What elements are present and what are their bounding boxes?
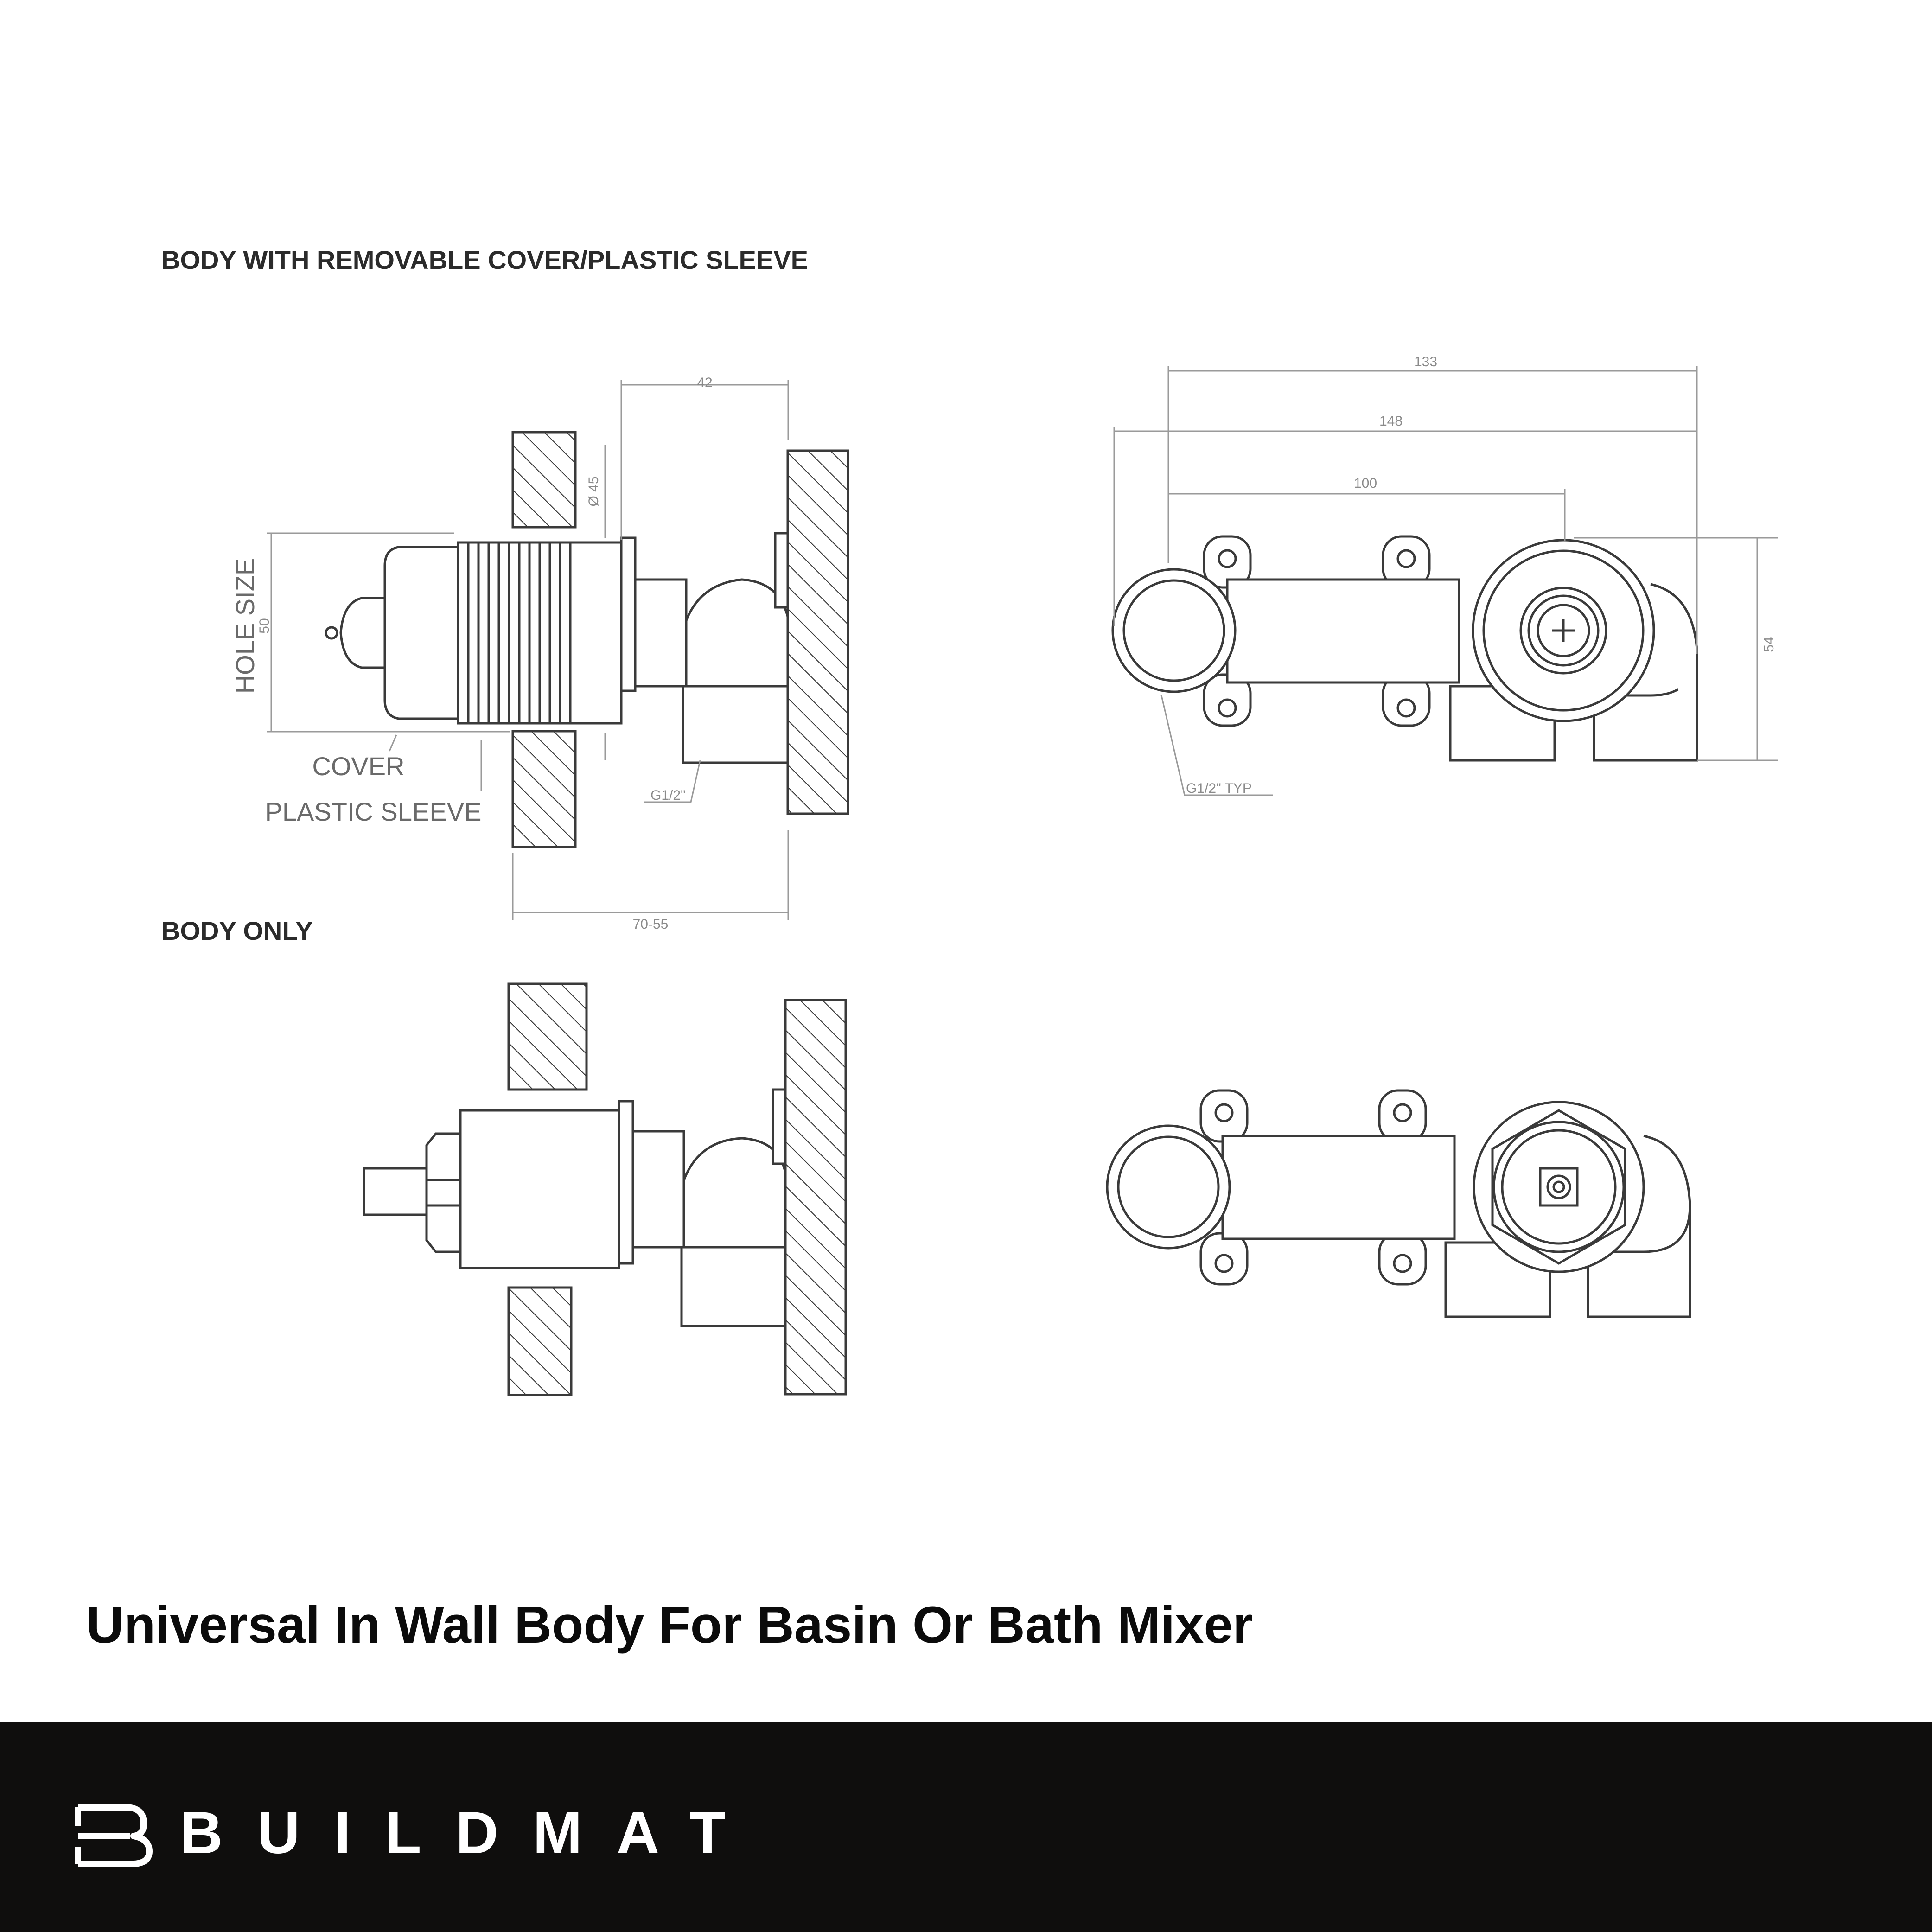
dim-hole-50: 50	[257, 618, 272, 633]
cross-screw-icon	[1552, 619, 1575, 642]
buildmat-b-logo-icon	[75, 1804, 153, 1867]
valve-nut	[425, 1132, 462, 1253]
valve-body	[459, 1109, 620, 1269]
section-label-with-cover: BODY WITH REMOVABLE COVER/PLASTIC SLEEVE	[161, 245, 808, 274]
hex-nut	[1491, 1109, 1626, 1265]
side-view-body-only	[363, 982, 847, 1396]
elbow-curve	[1650, 583, 1698, 760]
section-label-body-only: BODY ONLY	[161, 916, 313, 945]
cover-knob-tip	[325, 626, 338, 640]
brand-footer	[0, 1722, 1932, 1932]
valve-spindle	[363, 1167, 428, 1216]
body-bar	[1221, 1135, 1456, 1240]
mount-tab	[774, 532, 789, 609]
wall-section-upper	[507, 982, 588, 1091]
body-connector	[634, 578, 688, 688]
mount-lug	[1199, 1232, 1249, 1286]
mount-lug	[1378, 1089, 1427, 1143]
front-view-with-cover: 133 148 100 54 G1/2" TYP	[1111, 354, 1778, 796]
callout-plastic-sleeve: PLASTIC SLEEVE	[265, 797, 482, 826]
wall-section-lower	[507, 1286, 573, 1396]
wall-section-lower	[511, 730, 577, 848]
brand-name: BUILDMAT	[180, 1800, 760, 1866]
elbow-curve	[1643, 1135, 1691, 1206]
removable-cover	[383, 546, 459, 720]
body-flange	[618, 1100, 634, 1265]
dim-54: 54	[1761, 637, 1777, 652]
dim-70-55: 70-55	[633, 917, 669, 932]
mount-lug	[1378, 1232, 1427, 1286]
spindle-square	[1539, 1167, 1579, 1207]
cover-knob	[339, 597, 386, 669]
dim-100: 100	[1354, 476, 1377, 491]
mount-lug	[1199, 1089, 1249, 1143]
technical-drawing: BODY WITH REMOVABLE COVER/PLASTIC SLEEVE…	[161, 245, 1778, 1396]
wall-section-back	[784, 999, 847, 1396]
outlet-elbow	[682, 578, 789, 688]
side-view-with-cover: 42 Ø 45 HOLE SIZE 50 COVER PLASTIC SLEEV…	[230, 375, 849, 932]
inlet-ring-inner	[1117, 1135, 1220, 1238]
mount-tab	[772, 1088, 787, 1165]
dim-diameter-45: Ø 45	[586, 476, 601, 506]
outlet-block	[680, 1246, 787, 1327]
outlet-right	[1587, 1205, 1691, 1318]
wall-section-back	[786, 449, 849, 815]
product-title: Universal In Wall Body For Basin Or Bath…	[86, 1596, 1253, 1654]
dim-133: 133	[1414, 354, 1437, 370]
front-view-body-only	[1106, 1089, 1691, 1318]
dim-42: 42	[697, 375, 712, 390]
body-bar	[1226, 578, 1460, 684]
body-connector	[631, 1130, 685, 1249]
technical-drawing-svg: BODY WITH REMOVABLE COVER/PLASTIC SLEEVE…	[161, 245, 1778, 1396]
inlet-ring-inner	[1122, 579, 1225, 682]
outlet-block	[682, 685, 789, 764]
wall-section-upper	[511, 431, 577, 529]
callout-hole-size: HOLE SIZE	[230, 558, 260, 694]
dim-148: 148	[1379, 414, 1403, 429]
dim-thread-g1-2: G1/2"	[650, 788, 686, 803]
valve-ring-outer	[1473, 1101, 1645, 1273]
outlet-elbow	[680, 1137, 787, 1249]
callout-cover: COVER	[312, 752, 404, 781]
body-flange	[620, 536, 637, 692]
dim-thread-typ: G1/2" TYP	[1186, 781, 1252, 796]
